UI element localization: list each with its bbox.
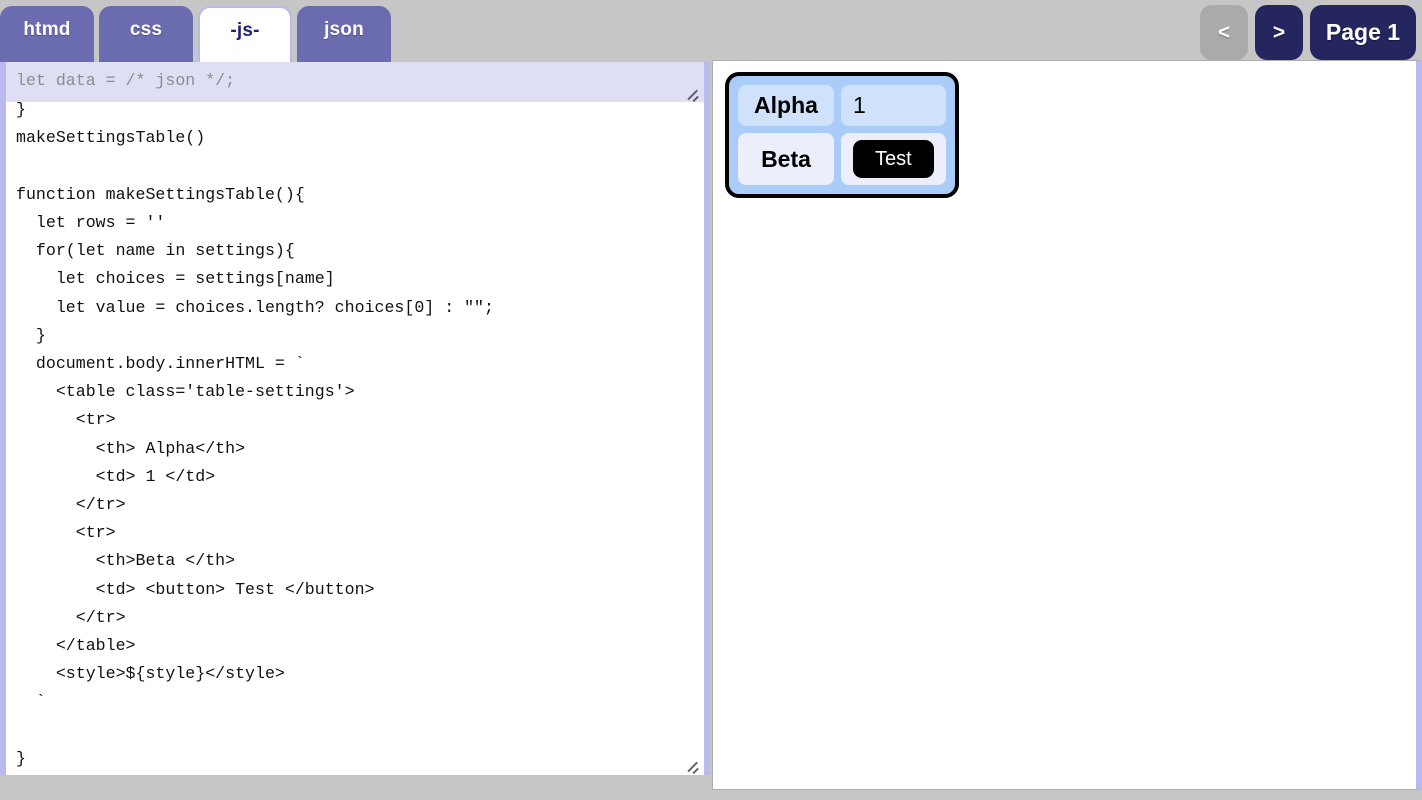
next-page-button[interactable]: > (1255, 5, 1303, 60)
tab-htmd-label: htmd (23, 19, 71, 40)
code-editor-pane (0, 62, 710, 775)
chevron-left-icon: < (1217, 20, 1231, 44)
setting-name-alpha: Alpha (738, 85, 834, 126)
editor-tab-bar: htmd css -js- json (0, 0, 396, 62)
prev-page-button[interactable]: < (1200, 5, 1248, 60)
page-navigation: < > Page 1 (1200, 5, 1416, 60)
live-preview-pane: Alpha 1 Beta Test (712, 60, 1422, 790)
page-indicator-label: Page 1 (1325, 19, 1401, 45)
setting-value-beta: Test (841, 133, 946, 185)
setting-value-alpha: 1 (841, 85, 946, 126)
tab-css[interactable]: css (99, 6, 193, 62)
test-button[interactable]: Test (853, 140, 934, 178)
tab-json-label: json (324, 19, 364, 40)
settings-table: Alpha 1 Beta Test (725, 72, 959, 198)
chevron-right-icon: > (1272, 20, 1286, 44)
page-indicator-button[interactable]: Page 1 (1310, 5, 1416, 60)
table-row: Beta Test (738, 133, 946, 185)
tab-htmd[interactable]: htmd (0, 6, 94, 62)
tab-js-label: -js- (230, 20, 260, 41)
tab-json[interactable]: json (297, 6, 391, 62)
tab-css-label: css (129, 19, 163, 40)
json-overlay-textarea[interactable] (6, 62, 696, 102)
json-overlay-editor-pane (0, 62, 710, 102)
setting-name-beta: Beta (738, 133, 834, 185)
tab-js[interactable]: -js- (198, 6, 292, 62)
table-row: Alpha 1 (738, 85, 946, 126)
code-editor-textarea[interactable] (6, 62, 704, 775)
